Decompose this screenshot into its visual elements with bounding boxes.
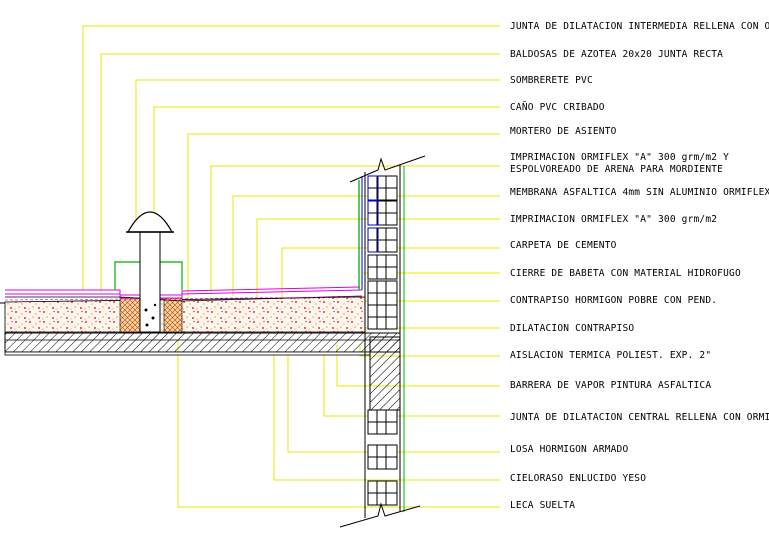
annotation-label: CARPETA DE CEMENTO	[510, 240, 617, 251]
concrete-slab	[4, 332, 401, 411]
annotation-label: BALDOSAS DE AZOTEA 20x20 JUNTA RECTA	[510, 49, 723, 60]
annotation-label: MORTERO DE ASIENTO	[510, 126, 617, 137]
break-lines	[0, 155, 426, 528]
brick-wall	[358, 165, 405, 518]
annotation-label: CIELORASO ENLUCIDO YESO	[510, 473, 646, 484]
contrapiso-layer	[4, 296, 366, 333]
annotation-label: BARRERA DE VAPOR PINTURA ASFALTICA	[510, 380, 711, 391]
annotation-label: AISLACION TERMICA POLIEST. EXP. 2"	[510, 350, 711, 361]
brick-accent	[367, 175, 379, 201]
pvc-vent	[114, 211, 183, 333]
annotation-label: IMPRIMACION ORMIFLEX "A" 300 grm/m2 Y	[510, 152, 729, 163]
annotation-label: SOMBRERETE PVC	[510, 75, 593, 86]
annotation-label: CAÑO PVC CRIBADO	[510, 102, 605, 113]
annotation-label: DILATACION CONTRAPISO	[510, 323, 634, 334]
annotation-label: JUNTA DE DILATACION CENTRAL RELLENA CON …	[510, 412, 769, 423]
annotation-label: CIERRE DE BABETA CON MATERIAL HIDROFUGO	[510, 268, 741, 279]
annotation-label: IMPRIMACION ORMIFLEX "A" 300 grm/m2	[510, 214, 717, 225]
annotation-label: ESPOLVOREADO DE ARENA PARA MORDIENTE	[510, 164, 723, 175]
annotation-label: JUNTA DE DILATACION INTERMEDIA RELLENA C…	[510, 21, 769, 32]
brick-accent	[367, 227, 379, 253]
annotation-label: LECA SUELTA	[510, 500, 575, 511]
annotation-labels: JUNTA DE DILATACION INTERMEDIA RELLENA C…	[510, 21, 769, 511]
annotation-label: LOSA HORMIGON ARMADO	[510, 444, 628, 455]
annotation-label: MEMBRANA ASFALTICA 4mm SIN ALUMINIO ORMI…	[510, 187, 769, 198]
brick-accent	[367, 200, 379, 226]
annotation-label: CONTRAPISO HORMIGON POBRE CON PEND.	[510, 295, 717, 306]
